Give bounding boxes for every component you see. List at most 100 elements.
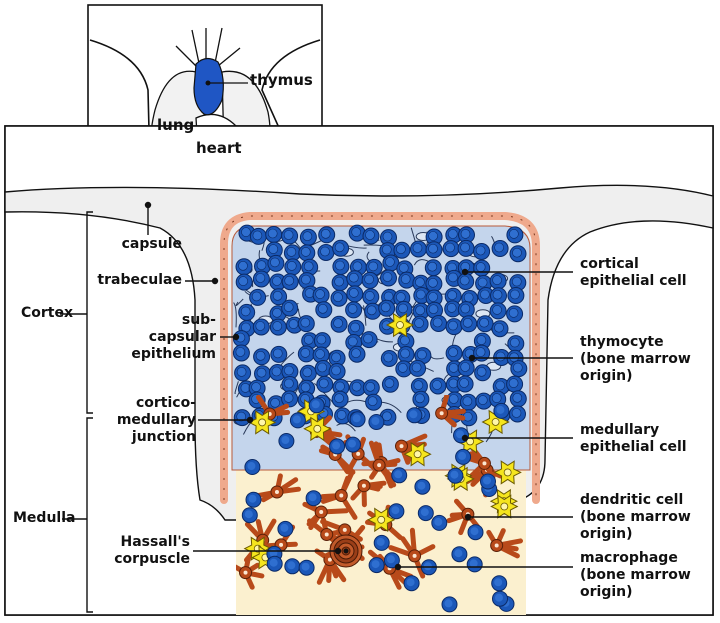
thymocyte-cell xyxy=(285,559,300,574)
thymocyte-cell xyxy=(245,460,260,475)
thymocyte-cell xyxy=(493,591,508,606)
label-hassalls-corpuscle: Hassall's corpuscle xyxy=(100,534,190,568)
thymocyte-cell xyxy=(507,306,523,322)
thymocyte-cell xyxy=(348,320,364,336)
thymocyte-cell xyxy=(329,364,345,380)
thymocyte-cell xyxy=(446,319,462,335)
thymocyte-cell xyxy=(290,413,305,428)
thymocyte-cell xyxy=(363,289,379,305)
label-capsule: capsule xyxy=(96,236,182,253)
label-medullary-epithelial-cell: medullary epithelial cell xyxy=(580,422,687,456)
thymocyte-cell xyxy=(236,274,252,290)
thymocyte-cell xyxy=(366,394,382,410)
thymocyte-cell xyxy=(278,521,293,536)
thymocyte-cell xyxy=(239,304,255,320)
thymocyte-cell xyxy=(331,316,347,332)
thymocyte-cell xyxy=(318,245,334,261)
thymocyte-cell xyxy=(333,240,349,256)
thymocyte-cell xyxy=(298,346,314,362)
thymocyte-cell xyxy=(255,366,271,382)
thymocyte-cell xyxy=(510,391,526,407)
label-dendritic-cell: dendritic cell (bone marrow origin) xyxy=(580,492,691,543)
thymocyte-cell xyxy=(475,365,491,381)
thymocyte-cell xyxy=(468,525,483,540)
thymocyte-cell xyxy=(332,275,348,291)
thymocyte-cell xyxy=(432,515,447,530)
thymocyte-cell xyxy=(443,241,459,257)
thymocyte-cell xyxy=(300,365,316,381)
thymocyte-cell xyxy=(389,504,404,519)
thymocyte-cell xyxy=(415,479,430,494)
thymocyte-cell xyxy=(300,229,316,245)
thymocyte-cell xyxy=(381,270,397,286)
label-corticomedullary-junction: cortico- medullary junction xyxy=(90,395,196,446)
thymocyte-cell xyxy=(299,560,314,575)
label-medulla: Medulla xyxy=(13,510,75,527)
thymocyte-cell xyxy=(285,259,301,275)
thymocyte-cell xyxy=(481,474,496,489)
thymocyte-cell xyxy=(279,434,294,449)
thymocyte-cell xyxy=(299,245,315,261)
thymocyte-cell xyxy=(282,274,298,290)
thymocyte-cell xyxy=(365,303,381,319)
thymocyte-cell xyxy=(374,535,389,550)
thymocyte-cell xyxy=(460,394,476,410)
thymocyte-cell xyxy=(330,439,345,454)
thymocyte-cell xyxy=(507,376,523,392)
thymocyte-cell xyxy=(425,260,441,276)
label-cortex: Cortex xyxy=(21,305,73,322)
thymocyte-cell xyxy=(404,576,419,591)
thymocyte-cell xyxy=(235,365,251,381)
label-subcapsular-epithelium: sub- capsular epithelium xyxy=(100,312,216,363)
thymocyte-cell xyxy=(412,316,428,332)
thymocyte-cell xyxy=(490,273,506,289)
thymocyte-cell xyxy=(426,276,442,292)
thymocyte-cell xyxy=(510,246,526,262)
thymocyte-cell xyxy=(347,286,363,302)
thymocyte-cell xyxy=(399,272,415,288)
thymocyte-cell xyxy=(382,376,398,392)
thymocyte-cell xyxy=(369,415,384,430)
thymocyte-cell xyxy=(474,345,490,361)
thymocyte-cell xyxy=(317,376,333,392)
thymocyte-cell xyxy=(474,260,490,276)
thymocyte-cell xyxy=(271,346,287,362)
thymocyte-cell xyxy=(398,347,414,363)
thymocyte-cell xyxy=(448,468,463,483)
thymocyte-cell xyxy=(314,333,330,349)
thymocyte-cell xyxy=(313,287,329,303)
thymocyte-cell xyxy=(494,403,509,418)
thymocyte-cell xyxy=(266,227,282,243)
label-macrophage: macrophage (bone marrow origin) xyxy=(580,550,691,601)
thymocyte-cell xyxy=(234,410,250,426)
thymocyte-cell xyxy=(233,345,249,361)
thymocyte-cell xyxy=(510,406,526,422)
thymocyte-cell xyxy=(270,319,286,335)
thymocyte-cell xyxy=(363,380,379,396)
thymocyte-cell xyxy=(306,491,321,506)
thymocyte-cell xyxy=(282,391,298,407)
thymocyte-cell xyxy=(319,227,335,243)
thymocyte-cell xyxy=(236,259,252,275)
thymocyte-cell xyxy=(458,240,474,256)
thymocyte-cell xyxy=(476,393,492,409)
thymocyte-cell xyxy=(431,316,447,332)
thymocyte-cell xyxy=(461,316,477,332)
thymocyte-cell xyxy=(458,302,474,318)
thymocyte-cell xyxy=(508,288,524,304)
thymocyte-cell xyxy=(309,398,324,413)
thymocyte-cell xyxy=(250,228,266,244)
thymocyte-cell xyxy=(507,227,523,243)
label-lung: lung xyxy=(157,117,194,134)
thymocyte-cell xyxy=(508,336,524,352)
thymocyte-cell xyxy=(381,351,397,367)
thymocyte-cell xyxy=(346,437,361,452)
thymocyte-cell xyxy=(511,361,527,377)
thymocyte-cell xyxy=(242,508,257,523)
thymocyte-cell xyxy=(331,290,347,306)
thymocyte-cell xyxy=(333,259,349,275)
thymocyte-cell xyxy=(394,242,410,258)
thymocyte-cell xyxy=(363,228,379,244)
thymus-organ xyxy=(194,58,223,114)
